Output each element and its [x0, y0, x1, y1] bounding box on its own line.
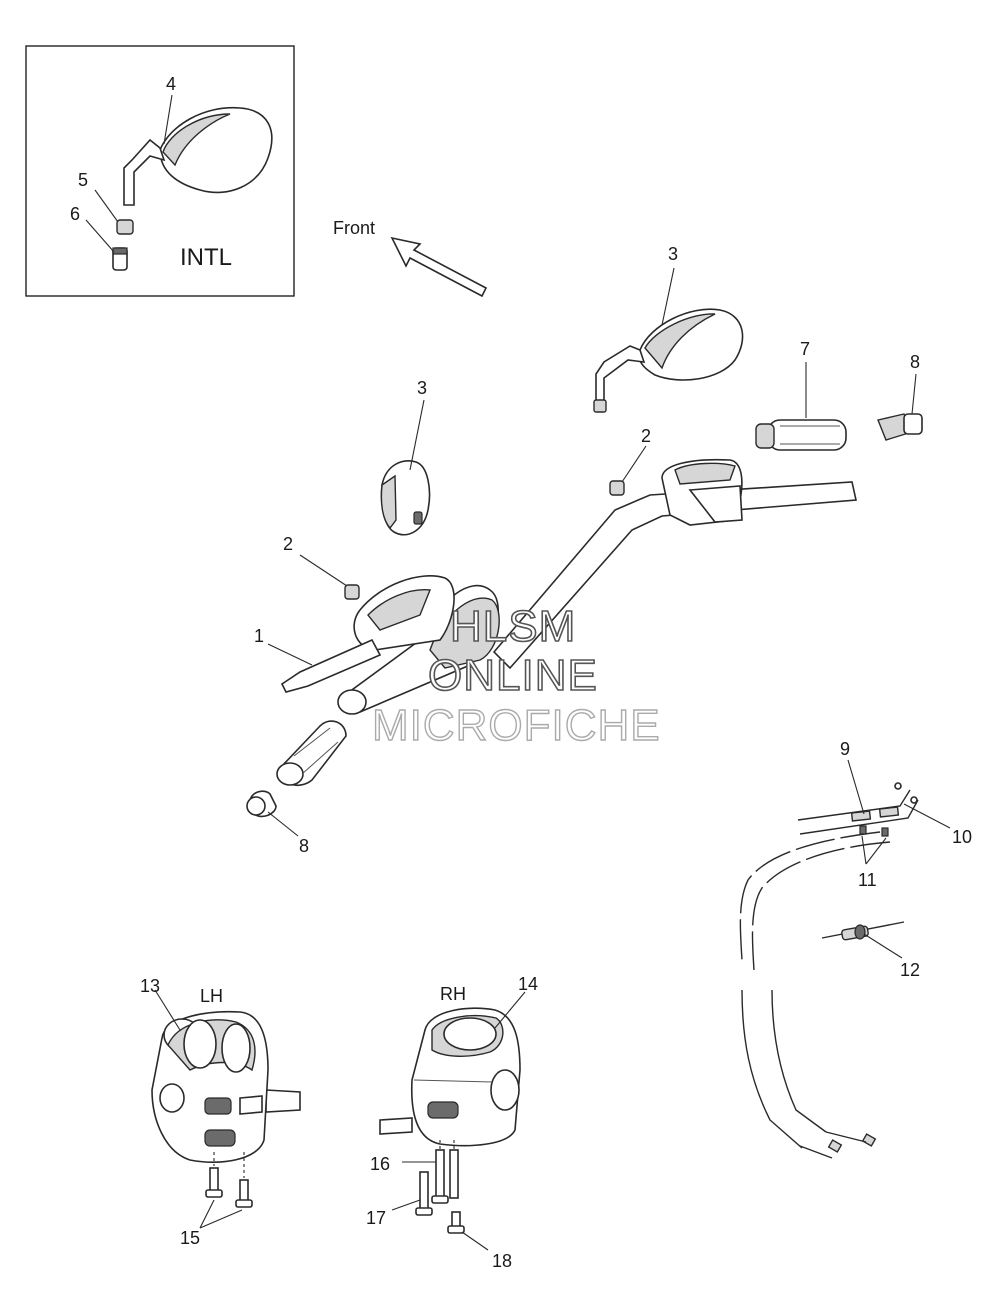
lh-switch-housing-part-13 [151, 1010, 301, 1163]
callout-2-right: 2 [641, 426, 651, 446]
throttle-grip-part-7 [755, 419, 847, 451]
bar-end-right-part-8 [877, 413, 923, 441]
callout-6: 6 [70, 204, 80, 224]
throttle-housing [661, 458, 743, 526]
callout-8-left: 8 [299, 836, 309, 856]
rh-label: RH [440, 984, 466, 1004]
callout-11: 11 [858, 870, 877, 890]
callout-1: 1 [254, 626, 264, 646]
callout-16: 16 [370, 1154, 390, 1174]
callout-4: 4 [166, 74, 176, 94]
bolt-right-part-2 [609, 480, 625, 496]
mirror-left-part-3 [380, 460, 431, 536]
screws-part-17 [415, 1140, 459, 1216]
bar-end-left-part-8 [246, 790, 277, 818]
screws-part-15 [205, 1152, 253, 1208]
front-arrow-icon [390, 236, 488, 298]
inset-nut-part-5 [116, 219, 134, 235]
callout-17: 17 [366, 1208, 386, 1228]
left-grip [276, 720, 347, 787]
cable-adjuster-part-12 [821, 921, 905, 941]
callout-12: 12 [900, 960, 920, 980]
watermark-line-1: HLSM [450, 602, 576, 651]
callout-3-left: 3 [417, 378, 427, 398]
mirror-right-part-3 [593, 308, 744, 413]
callout-18: 18 [492, 1251, 512, 1271]
screws-part-16 [431, 1140, 449, 1204]
clutch-lever-part-1 [280, 575, 455, 693]
throttle-cables-part-9-10 [739, 782, 919, 1159]
rh-switch-housing-part-14 [379, 1007, 521, 1147]
callout-3-right: 3 [668, 244, 678, 264]
callout-15: 15 [180, 1228, 200, 1248]
front-label: Front [333, 218, 375, 238]
callout-9: 9 [840, 739, 850, 759]
handlebar-assembly [280, 458, 857, 715]
watermark: HLSM ONLINE MICROFICHE [371, 601, 661, 751]
bolt-left-part-2 [344, 584, 360, 600]
watermark-line-3: MICROFICHE [372, 701, 661, 750]
callout-5: 5 [78, 170, 88, 190]
lh-label: LH [200, 986, 223, 1006]
front-direction: Front [333, 218, 488, 298]
watermark-line-2: ONLINE [428, 651, 598, 700]
callout-10: 10 [952, 827, 972, 847]
callout-7: 7 [800, 339, 810, 359]
inset-mirror-part-4 [123, 106, 273, 206]
inset-adapter-part-6 [112, 247, 128, 271]
callout-14: 14 [518, 974, 538, 994]
screws-part-18 [447, 1211, 465, 1234]
intl-inset: 4 5 6 INTL [25, 45, 295, 297]
inset-label: INTL [180, 244, 232, 271]
callout-2-left: 2 [283, 534, 293, 554]
callout-8-right: 8 [910, 352, 920, 372]
callout-13: 13 [140, 976, 160, 996]
